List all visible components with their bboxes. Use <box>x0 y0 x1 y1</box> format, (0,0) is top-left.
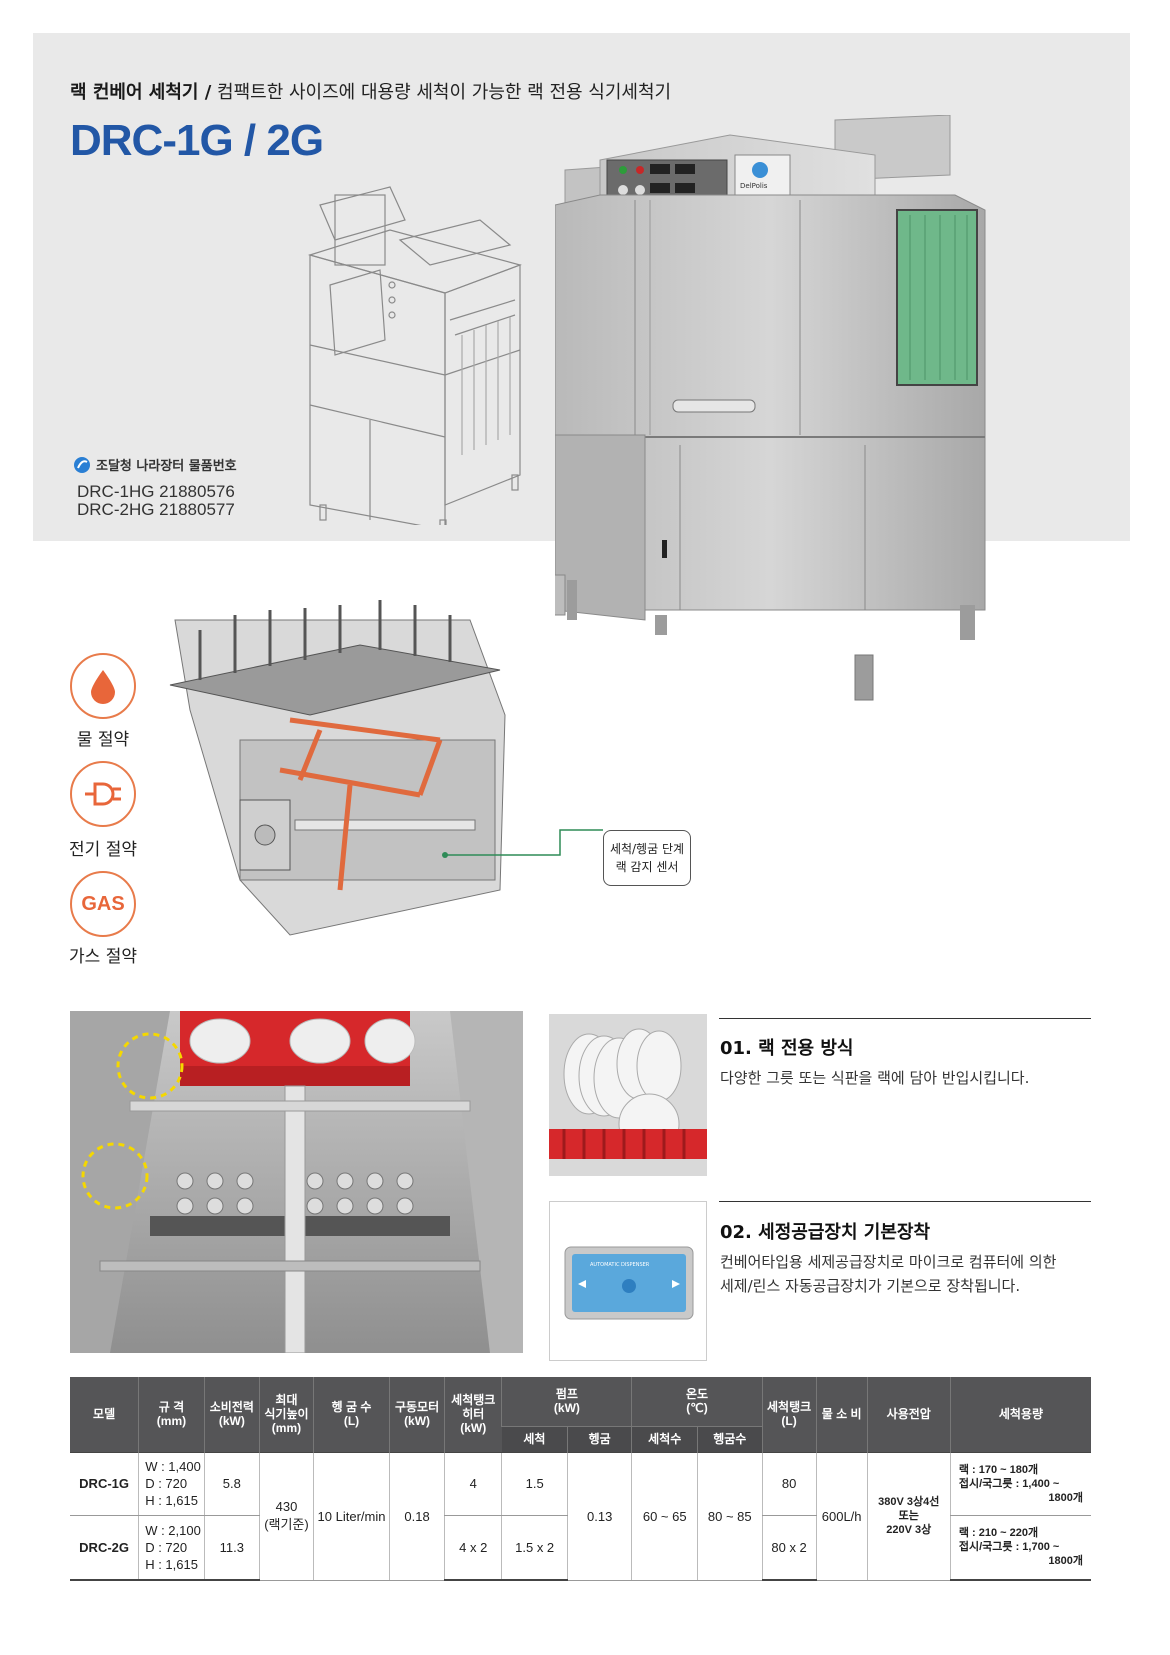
th-capacity: 세척용량 <box>949 1377 1091 1452</box>
rack-sensor-illustration <box>169 600 506 936</box>
row1-model: DRC-1G <box>70 1451 139 1516</box>
product-category: 랙 컨베어 세척기 / <box>70 82 212 103</box>
row2-model: DRC-2G <box>70 1515 139 1581</box>
water-drop-icon <box>91 670 115 704</box>
th-wash-tank: 세척탱크(L) <box>761 1377 817 1452</box>
section-2-line-2: 세제/린스 자동공급장치가 기본으로 장착됩니다. <box>720 1277 1021 1295</box>
sensor-callout: 세척/헹굼 단계 랙 감지 센서 <box>603 830 691 886</box>
gov-procurement-label: 조달청 나라장터 물품번호 <box>73 455 237 474</box>
conveyor-photo <box>70 1011 523 1353</box>
th-motor: 구동모터(kW) <box>388 1377 445 1452</box>
shared-temp-wash: 60 ~ 65 <box>631 1451 698 1581</box>
section-2-body: 컨베어타입용 세제공급장치로 마이크로 컴퓨터에 의한 세제/린스 자동공급장치… <box>720 1250 1056 1298</box>
shared-water-consumption: 600L/h <box>815 1451 868 1581</box>
control-panel <box>618 154 791 196</box>
door-handle <box>672 399 756 413</box>
shared-pump-rinse: 0.13 <box>566 1451 632 1581</box>
water-saving-badge <box>70 653 136 719</box>
dispenser-label: AUTOMATIC DISPENSER <box>590 1262 650 1268</box>
row1-power: 5.8 <box>203 1451 260 1516</box>
shared-temp-rinse: 80 ~ 85 <box>697 1451 763 1581</box>
section-2-title: 02. 세정공급장치 기본장착 <box>720 1222 931 1243</box>
gas-icon: GAS <box>81 892 125 915</box>
section-1-line-1: 다양한 그릇 또는 식판을 랙에 담아 반입시킵니다. <box>720 1069 1030 1087</box>
gov-code-2: DRC-2HG 21880577 <box>77 500 235 519</box>
th-power: 소비전력(kW) <box>203 1377 260 1452</box>
section-2-rule <box>719 1201 1091 1202</box>
highlight-circle-2 <box>81 1142 149 1210</box>
brand-label: DelPolis <box>740 182 768 190</box>
row2-wash-tank: 80 x 2 <box>761 1515 817 1581</box>
callout-leader-line <box>442 829 603 858</box>
shared-rinse-water: 10 Liter/min <box>313 1451 390 1581</box>
row1-pump-wash: 1.5 <box>501 1451 568 1516</box>
product-subtitle: 랙 컨베어 세척기 / 컴팩트한 사이즈에 대용량 세척이 가능한 랙 전용 식… <box>70 78 671 104</box>
feature-label-electric: 전기 절약 <box>69 840 137 860</box>
machine-line-drawing <box>307 186 522 525</box>
th-water-consumption: 물 소 비 <box>815 1377 868 1452</box>
section-1-rule <box>719 1018 1091 1019</box>
row2-pump-wash: 1.5 x 2 <box>501 1515 568 1581</box>
callout-line-2: 랙 감지 센서 <box>615 860 679 874</box>
gov-label-text: 조달청 나라장터 물품번호 <box>96 459 237 474</box>
row2-heater: 4 x 2 <box>444 1515 502 1581</box>
row1-heater: 4 <box>444 1451 502 1516</box>
row1-wash-tank: 80 <box>761 1451 817 1516</box>
shared-motor: 0.18 <box>388 1451 445 1581</box>
section-1-title: 01. 랙 전용 방식 <box>720 1038 854 1059</box>
shared-max-height: 430(랙기준) <box>258 1451 314 1581</box>
feature-label-gas: 가스 절약 <box>69 947 137 967</box>
section-1-body: 다양한 그릇 또는 식판을 랙에 담아 반입시킵니다. <box>720 1066 1029 1090</box>
th-model: 모델 <box>70 1377 139 1452</box>
th-pump: 펌프(kW) <box>501 1377 632 1426</box>
feature-label-water: 물 절약 <box>76 730 130 750</box>
highlight-circle-1 <box>116 1032 184 1100</box>
product-tagline: 컴팩트한 사이즈에 대용량 세척이 가능한 랙 전용 식기세척기 <box>217 82 672 103</box>
gov-code-1: DRC-1HG 21880576 <box>77 482 235 501</box>
section-2-line-1: 컨베어타입용 세제공급장치로 마이크로 컴퓨터에 의한 <box>720 1253 1057 1271</box>
th-temp-wash: 세척수 <box>631 1425 698 1452</box>
machine-photo: DelPolis <box>555 115 986 701</box>
gas-saving-badge: GAS <box>70 871 136 937</box>
procurement-logo-icon <box>74 456 90 473</box>
rack-sensor-highlight <box>279 717 443 891</box>
th-temperature: 온도(℃) <box>631 1377 763 1426</box>
electric-saving-badge <box>70 761 136 827</box>
th-rinse-water: 헹 굼 수(L) <box>313 1377 390 1452</box>
th-pump-rinse: 헹굼 <box>566 1425 632 1452</box>
th-spec: 규 격(mm) <box>138 1377 205 1452</box>
plug-icon <box>85 782 121 806</box>
dispenser-photo: AUTOMATIC DISPENSER <box>549 1201 707 1361</box>
callout-line-1: 세척/헹굼 단계 <box>609 842 685 856</box>
th-voltage: 사용전압 <box>866 1377 951 1452</box>
row2-power: 11.3 <box>203 1515 260 1581</box>
th-pump-wash: 세척 <box>501 1425 568 1452</box>
model-title: DRC-1G / 2G <box>70 116 324 165</box>
th-temp-rinse: 헹굼수 <box>697 1425 763 1452</box>
curtain-window <box>896 209 978 386</box>
dish-rack-photo <box>549 1014 707 1176</box>
